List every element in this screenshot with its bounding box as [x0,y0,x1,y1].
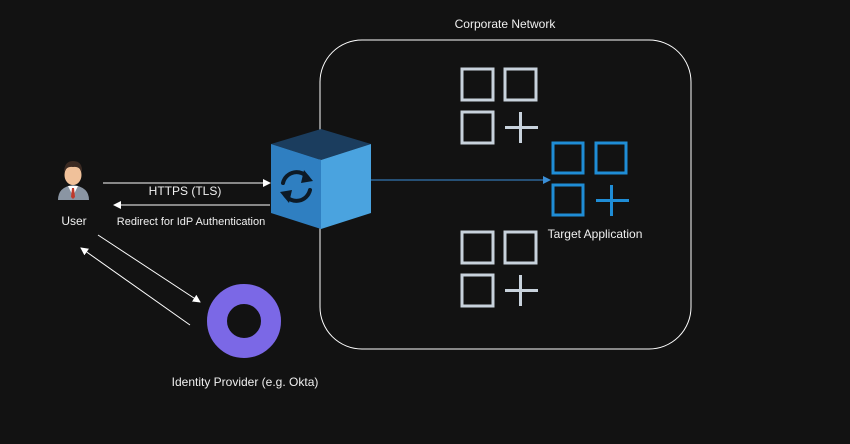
edge-https-label: HTTPS (TLS) [147,184,223,198]
target-application-label: Target Application [547,227,643,241]
identity-provider-ring-icon[interactable] [207,284,281,358]
sync-proxy-cube-icon[interactable] [271,129,371,229]
target-application-icon [551,141,629,217]
app-grid-plus-icon [460,67,538,145]
app-grid-plus-icon [460,230,538,308]
edge-redirect-label: Redirect for IdP Authentication [116,216,266,228]
user-label: User [61,214,87,228]
corporate-network-label: Corporate Network [454,17,556,31]
identity-provider-label: Identity Provider (e.g. Okta) [171,375,319,389]
user-avatar-icon[interactable] [58,161,89,200]
edge-user-to-idp [97,234,201,303]
edge-idp-to-user [80,247,191,326]
